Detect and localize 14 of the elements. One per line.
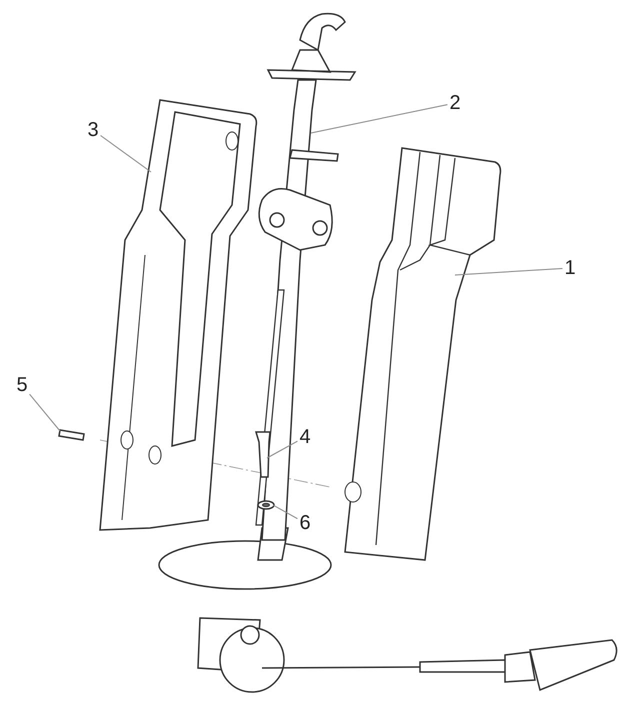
leader-line xyxy=(454,268,563,276)
leader-line xyxy=(310,104,448,134)
leader-line xyxy=(100,134,152,172)
cover-drawing xyxy=(344,147,502,561)
callout-number: 1 xyxy=(562,257,578,279)
callout-number: 6 xyxy=(297,512,313,534)
callout-number: 4 xyxy=(297,426,313,448)
leader-line xyxy=(266,440,298,458)
callout-number: 2 xyxy=(447,92,463,114)
leader-line xyxy=(29,394,60,432)
pin-drawing xyxy=(58,429,85,441)
lever-assembly-drawing xyxy=(255,12,356,541)
callout-number: 5 xyxy=(14,374,30,396)
callout-number: 3 xyxy=(85,119,101,141)
